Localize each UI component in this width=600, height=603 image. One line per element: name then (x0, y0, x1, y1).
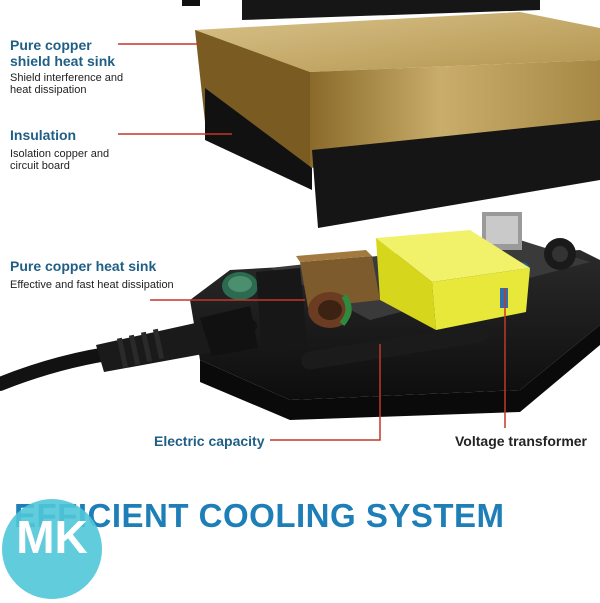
shield-desc-line1: Shield interference and (10, 72, 124, 84)
insulation-label-desc: Isolation copper and circuit board (10, 148, 109, 172)
internal-bracket (256, 268, 308, 352)
electric-capacity-label: Electric capacity (154, 433, 265, 449)
top-case-cover (182, 0, 540, 20)
shield-label-title: Pure copper shield heat sink (10, 37, 115, 69)
shield-title-line2: shield heat sink (10, 53, 116, 69)
insulation-label-title: Insulation (10, 127, 77, 143)
shield-title-line1: Pure copper (10, 37, 92, 53)
capacitor (222, 272, 258, 300)
insulation-desc-line1: Isolation copper and (10, 148, 110, 160)
logo-text: MK (16, 511, 88, 563)
shield-label-desc: Shield interference and heat dissipation (10, 72, 123, 96)
voltage-transformer-label: Voltage transformer (455, 433, 587, 449)
insulation-sheet (205, 88, 600, 228)
power-cord (0, 306, 258, 391)
insulation-desc-line2: circuit board (10, 160, 70, 172)
heat-sink-label-title: Pure copper heat sink (10, 258, 157, 274)
shield-desc-line2: heat dissipation (10, 84, 87, 96)
choke-coil (308, 292, 352, 328)
leader-lines (118, 43, 506, 441)
heat-sink-label-desc: Effective and fast heat dissipation (10, 279, 174, 291)
mk-logo: MK (2, 499, 102, 599)
